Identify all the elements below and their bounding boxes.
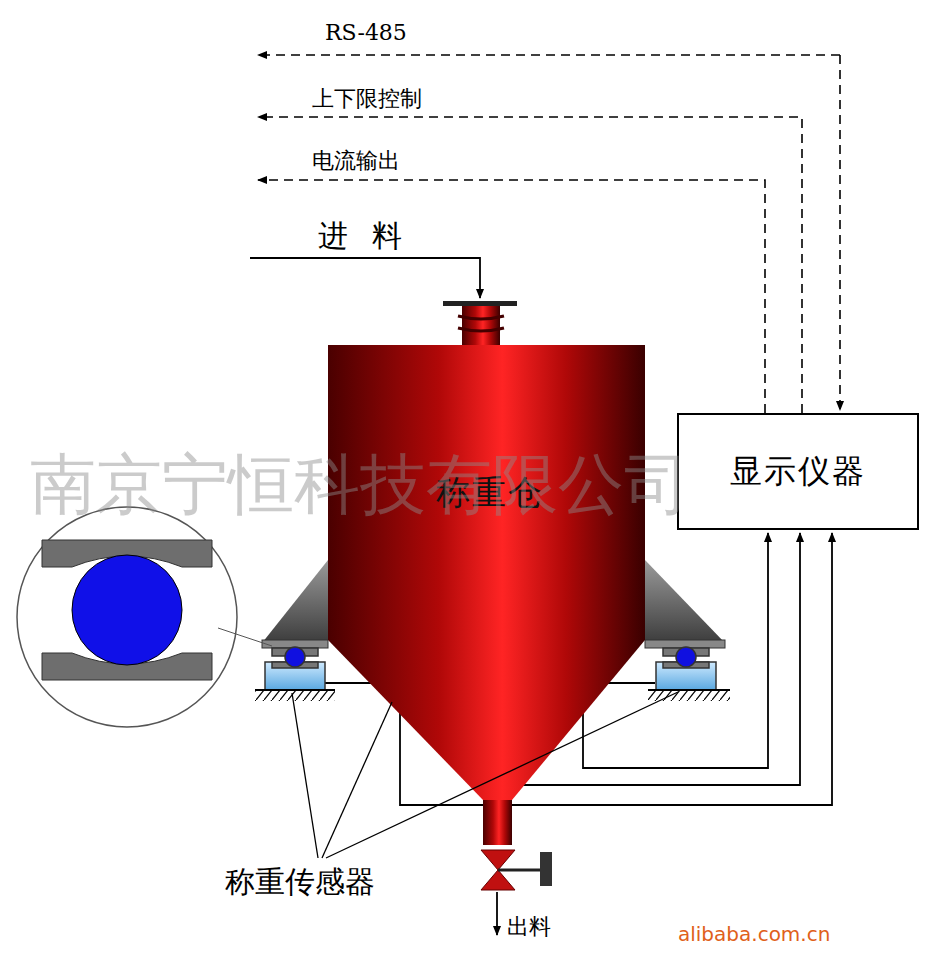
node-text: 显示仪器 (730, 450, 866, 494)
outlet-label: 出料 (507, 912, 551, 942)
signal-name: 电流输出 (312, 146, 400, 176)
watermark: alibaba.com.cn (678, 922, 830, 946)
signal-name: 上下限控制 (312, 84, 422, 114)
part-name: 称重传感器 (225, 862, 375, 903)
node-text: 称重仓 (436, 470, 544, 516)
hopper-label-area: 称重仓 (340, 455, 640, 530)
signal-name: RS-485 (325, 20, 407, 45)
display-instrument-box: 显示仪器 (677, 413, 919, 530)
watermark: 南京宁恒科技有限公司 (30, 440, 690, 530)
feed-label: 进 料 (318, 216, 402, 257)
